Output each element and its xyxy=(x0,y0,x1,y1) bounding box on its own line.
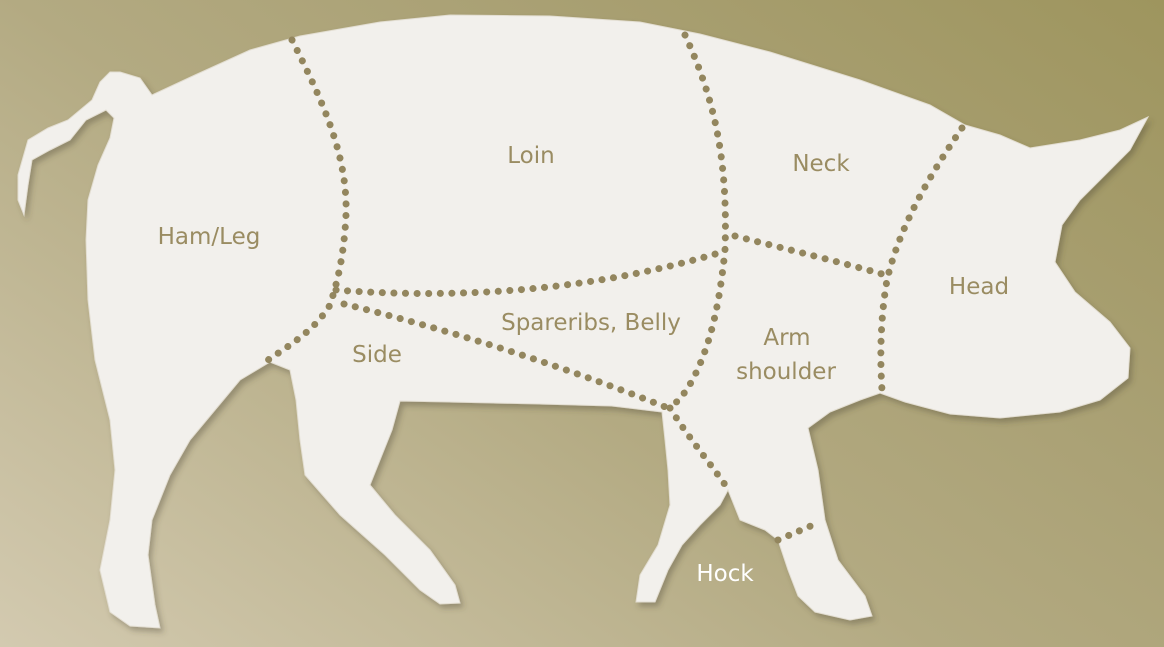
label-spareribs-belly: Spareribs, Belly xyxy=(501,310,681,336)
label-ham-leg: Ham/Leg xyxy=(158,224,261,250)
label-hock: Hock xyxy=(696,561,754,587)
label-loin: Loin xyxy=(507,143,554,169)
label-arm: Arm xyxy=(763,325,810,351)
label-side: Side xyxy=(352,342,402,368)
label-shoulder: shoulder xyxy=(736,359,836,385)
label-head: Head xyxy=(949,274,1009,300)
label-neck: Neck xyxy=(792,151,850,177)
